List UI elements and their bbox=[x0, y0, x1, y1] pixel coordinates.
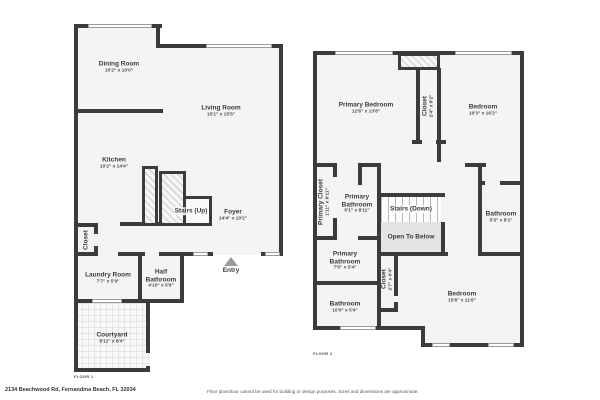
wall-segment bbox=[421, 326, 425, 347]
room-label-closet-top: Closet 2'4" x 9'2" bbox=[421, 94, 434, 118]
wall-segment bbox=[478, 167, 482, 252]
wall-segment bbox=[313, 163, 337, 167]
wall-segment bbox=[441, 222, 445, 256]
wall-segment bbox=[478, 252, 524, 256]
room-label-half-bathroom: Half Bathroom 4'10" x 5'9" bbox=[145, 268, 177, 289]
wall-segment bbox=[313, 236, 337, 240]
wall-segment bbox=[118, 252, 145, 256]
wall-segment bbox=[482, 181, 485, 185]
window-marker bbox=[488, 343, 514, 347]
floor2-tag: FLOOR 2 bbox=[313, 351, 333, 356]
window-marker bbox=[432, 343, 450, 347]
room-label-courtyard: Courtyard 8'11" x 8'4" bbox=[96, 331, 128, 344]
wall-segment bbox=[159, 252, 213, 256]
wall-segment bbox=[377, 308, 398, 312]
window-marker bbox=[335, 51, 393, 55]
room-label-kitchen: Kitchen 10'2" x 14'4" bbox=[99, 156, 129, 169]
entry-label: Entry bbox=[222, 267, 240, 274]
courtyard-paving bbox=[76, 303, 150, 370]
wall-segment bbox=[377, 163, 381, 256]
wall-segment bbox=[377, 252, 448, 256]
wall-segment bbox=[520, 51, 524, 347]
wall-segment bbox=[436, 140, 446, 144]
open-to-below-area bbox=[381, 222, 441, 252]
wall-segment bbox=[156, 24, 160, 48]
room-label-closet-bottom: Closet 2'7" x 6'4" bbox=[380, 267, 393, 291]
wall-segment bbox=[74, 109, 163, 113]
wall-segment bbox=[146, 303, 150, 353]
wall-segment bbox=[333, 218, 337, 240]
wall-segment bbox=[94, 246, 98, 256]
room-label-dining: Dining Room 10'2" x 10'0" bbox=[98, 60, 140, 73]
wall-segment bbox=[74, 223, 98, 227]
window-marker bbox=[88, 24, 152, 28]
wall-segment bbox=[180, 252, 184, 303]
room-label-stairs-down: Stairs (Down) bbox=[389, 205, 433, 213]
room-label-primary-bedroom: Primary Bedroom 12'6" x 13'8" bbox=[338, 101, 394, 114]
window-marker bbox=[193, 252, 208, 256]
floor1-tag: FLOOR 1 bbox=[74, 374, 94, 379]
room-label-laundry: Laundry Room 7'7" x 5'9" bbox=[85, 271, 131, 284]
room-label-bedroom-bottom: Bedroom 15'6" x 11'6" bbox=[447, 290, 477, 303]
room-label-primary-bathroom-lower: Primary Bathroom 7'5" x 5'4" bbox=[329, 250, 361, 271]
window-marker bbox=[455, 51, 512, 55]
window-marker bbox=[206, 44, 272, 48]
wall-segment bbox=[437, 68, 441, 162]
wall-segment bbox=[394, 302, 398, 310]
window-marker bbox=[92, 299, 122, 303]
property-address: 2134 Beachwood Rd, Fernandina Beach, FL … bbox=[5, 387, 136, 393]
wall-segment bbox=[74, 299, 184, 303]
wall-segment bbox=[333, 167, 337, 177]
room-label-stairs-up: Stairs (Up) bbox=[173, 207, 209, 215]
room-label-primary-bathroom-upper: Primary Bathroom 5'1" x 8'11" bbox=[341, 193, 373, 214]
wall-segment bbox=[279, 44, 283, 256]
room-label-bathroom-right: Bathroom 5'3" x 8'1" bbox=[485, 210, 517, 223]
wall-segment bbox=[358, 163, 381, 167]
room-label-foyer: Foyer 14'4" x 10'2" bbox=[218, 208, 248, 221]
window-marker bbox=[265, 252, 280, 256]
wall-segment bbox=[74, 24, 78, 372]
wall-segment bbox=[394, 252, 398, 296]
wall-segment bbox=[465, 163, 486, 167]
room-label-primary-closet: Primary Closet 1'11" x 8'11" bbox=[317, 179, 330, 225]
wall-segment bbox=[313, 51, 317, 330]
wall-segment bbox=[358, 167, 362, 185]
room-label-living: Living Room 15'1" x 15'5" bbox=[201, 104, 241, 117]
entry-arrow-icon bbox=[224, 257, 238, 266]
wall-segment bbox=[412, 140, 422, 144]
wall-segment bbox=[74, 252, 98, 256]
room-label-open-to-below: Open To Below bbox=[387, 233, 435, 241]
wall-segment bbox=[313, 281, 377, 285]
wall-segment bbox=[74, 368, 150, 372]
room-label-bathroom-bottom: Bathroom 10'0" x 5'4" bbox=[329, 300, 361, 313]
wall-segment bbox=[377, 193, 445, 197]
disclaimer-text: Floor plans/tour cannot be used for buil… bbox=[207, 389, 419, 394]
wall-segment bbox=[358, 236, 381, 240]
wall-segment bbox=[421, 343, 524, 347]
floor1-fill bbox=[76, 255, 182, 303]
stairs-up-hatch bbox=[142, 166, 158, 226]
wall-segment bbox=[416, 68, 420, 144]
wall-segment bbox=[94, 223, 98, 234]
wall-segment bbox=[377, 256, 381, 330]
wall-segment bbox=[138, 252, 142, 303]
room-label-bedroom-top: Bedroom 10'3" x 16'2" bbox=[468, 103, 498, 116]
window-marker bbox=[340, 326, 376, 330]
wall-segment bbox=[500, 181, 524, 185]
floor2-fill bbox=[423, 328, 522, 345]
